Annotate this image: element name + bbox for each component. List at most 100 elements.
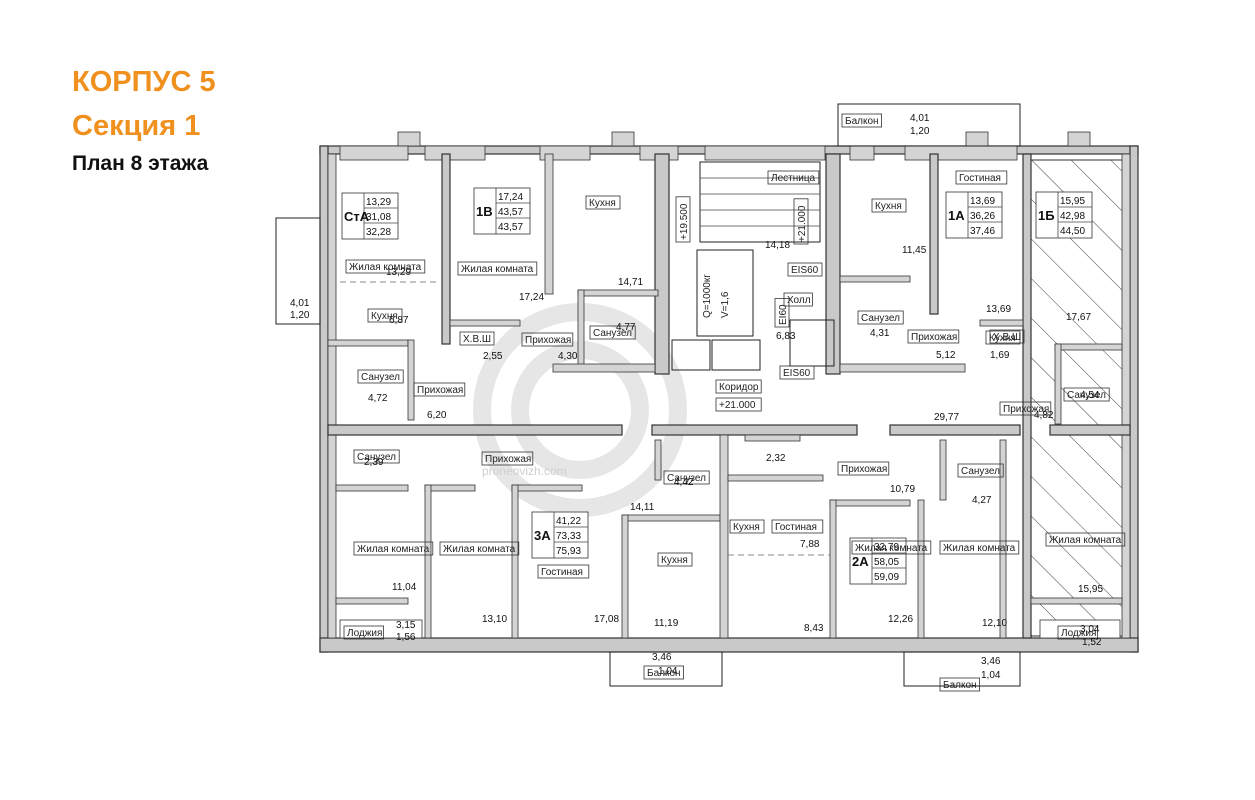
- room-area: 11,04: [392, 582, 417, 593]
- room-area: 1,04: [658, 666, 678, 677]
- interior-walls: [327, 153, 1131, 639]
- room-area: 6,20: [427, 410, 447, 421]
- svg-text:Кухня: Кухня: [989, 333, 1016, 344]
- svg-text:EI60: EI60: [778, 304, 789, 325]
- room-label: Кухня: [729, 519, 765, 534]
- room-label: EIS60: [787, 262, 823, 277]
- svg-text:Прихожая: Прихожая: [485, 454, 531, 465]
- svg-text:Санузел: Санузел: [357, 452, 396, 463]
- room-area: 3,04: [1080, 624, 1100, 635]
- svg-text:Санузел: Санузел: [667, 473, 706, 484]
- room-area: 17,24: [519, 292, 544, 303]
- room-label: Прихожая: [999, 401, 1052, 416]
- apartment-area: 32,28: [366, 227, 391, 238]
- room-area: 4,30: [558, 351, 578, 362]
- apartment-area: 58,05: [874, 557, 899, 568]
- room-area: 3,15: [396, 620, 416, 631]
- svg-text:Кухня: Кухня: [661, 555, 688, 566]
- svg-text:Кухня: Кухня: [589, 198, 616, 209]
- room-area: 1,56: [396, 632, 416, 643]
- room-label: Кухня: [367, 308, 403, 323]
- room-area: 14,11: [630, 502, 655, 513]
- room-area: 3,46: [981, 656, 1001, 667]
- room-area: 1,20: [910, 126, 930, 137]
- watermark-text: proneovizh.com: [482, 464, 567, 478]
- apartment-area: 44,50: [1060, 226, 1085, 237]
- apartment-area: 37,46: [970, 226, 995, 237]
- svg-text:Прихожая: Прихожая: [911, 332, 957, 343]
- svg-text:Жилая комната: Жилая комната: [357, 544, 430, 555]
- apartment-area: 75,93: [556, 546, 581, 557]
- svg-text:Балкон: Балкон: [943, 680, 977, 691]
- room-area: 12,26: [888, 614, 913, 625]
- room-label: Холл: [783, 292, 813, 307]
- room-label: Жилая комната: [851, 540, 932, 555]
- svg-text:Прихожая: Прихожая: [1003, 404, 1049, 415]
- balconies: [275, 103, 1121, 687]
- room-label: Кухня: [585, 195, 621, 210]
- room-area: 10,79: [890, 484, 915, 495]
- svg-text:Балкон: Балкон: [647, 668, 681, 679]
- room-label: Жилая комната: [939, 540, 1020, 555]
- room-label: Балкон: [939, 677, 980, 692]
- room-area: 2,39: [364, 457, 384, 468]
- svg-text:Санузел: Санузел: [361, 372, 400, 383]
- room-area: 4,01: [910, 113, 930, 124]
- svg-text:EIS60: EIS60: [791, 265, 819, 276]
- room-label: EIS60: [779, 365, 815, 380]
- svg-text:Балкон: Балкон: [845, 116, 879, 127]
- svg-text:Жилая комната: Жилая комната: [943, 543, 1016, 554]
- room-label: Санузел: [589, 325, 636, 340]
- room-area: 3,46: [652, 652, 672, 663]
- room-area: 17,67: [1066, 312, 1091, 323]
- apartment-area: 36,26: [970, 211, 995, 222]
- elevator-capacity: Q=1000кг: [702, 274, 713, 318]
- room-label: Санузел: [663, 470, 710, 485]
- room-area: 5,12: [936, 350, 956, 361]
- room-label: Прихожая: [837, 461, 890, 476]
- apartment-area: 15,95: [1060, 196, 1085, 207]
- room-label: Жилая комната: [1045, 532, 1126, 547]
- room-area: 7,88: [800, 539, 820, 550]
- stair-elevator-core: [671, 161, 835, 371]
- room-label: +21.000: [793, 198, 809, 245]
- room-area: 6,87: [389, 315, 409, 326]
- room-area: 1,69: [990, 350, 1010, 361]
- room-area: 14,71: [618, 277, 643, 288]
- svg-text:Прихожая: Прихожая: [841, 464, 887, 475]
- svg-text:+19.500: +19.500: [679, 203, 690, 240]
- room-area: 1,20: [290, 310, 310, 321]
- room-area: 13,10: [482, 614, 507, 625]
- room-label: Санузел: [857, 310, 904, 325]
- roof-vents: [339, 131, 1091, 161]
- svg-text:EIS60: EIS60: [783, 368, 811, 379]
- svg-text:Холл: Холл: [787, 295, 811, 306]
- apartment-area: 59,09: [874, 572, 899, 583]
- room-area: 11,45: [902, 245, 927, 256]
- room-label: Кухня: [657, 552, 693, 567]
- room-area: 2,55: [483, 351, 503, 362]
- apartment-code: СтА: [344, 209, 370, 224]
- room-label: Жилая комната: [457, 261, 538, 276]
- room-label: Балкон: [841, 113, 882, 128]
- svg-text:Жилая комната: Жилая комната: [461, 264, 534, 275]
- room-label: +21.000: [715, 397, 762, 412]
- room-area: 1,52: [1082, 637, 1102, 648]
- apartment-area: 13,29: [366, 197, 391, 208]
- apartment-area: 17,24: [498, 192, 523, 203]
- svg-text:Коридор: Коридор: [719, 382, 759, 393]
- room-label: Жилая комната: [353, 541, 434, 556]
- room-area: 4,77: [616, 322, 636, 333]
- apartment-area: 42,98: [1060, 211, 1085, 222]
- apartment-labels: СтА13,2931,0832,281В17,2443,5743,571А13,…: [341, 187, 1093, 585]
- room-label: Санузел: [353, 449, 400, 464]
- room-area: 29,77: [934, 412, 959, 423]
- room-area: 4,01: [290, 298, 310, 309]
- room-label: Гостиная: [955, 170, 1008, 185]
- room-label: Х.В.Ш: [989, 329, 1025, 344]
- room-area: 11,19: [654, 618, 679, 629]
